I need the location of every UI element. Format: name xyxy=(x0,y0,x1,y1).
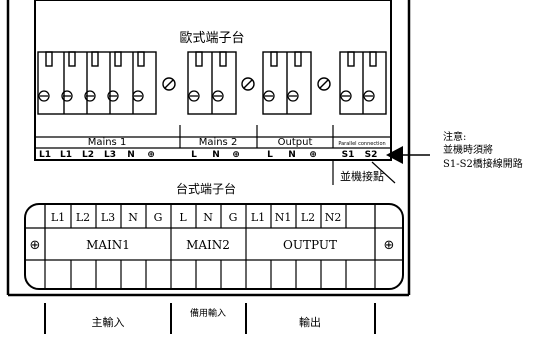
plug-mains1 xyxy=(37,51,157,115)
ground-left-icon: ⊕ xyxy=(30,238,41,253)
table-terminal-label: N2 xyxy=(325,211,342,224)
terminal-label: S2 xyxy=(365,150,378,160)
parallel-label: 並機接點 xyxy=(340,169,384,183)
bottom-labels: 主輸入 備用輸入 輸出 xyxy=(44,303,376,334)
plug-output xyxy=(262,51,312,115)
euro-terminal-block: 歐式端子台 Mains 1 Mains 2 Output Parallel co… xyxy=(34,0,392,161)
table-terminal-label: L xyxy=(179,211,187,224)
terminal-label: L3 xyxy=(104,150,116,160)
ground-right-icon: ⊕ xyxy=(384,238,395,253)
plug-mains2 xyxy=(187,51,237,115)
table-terminal-label: G xyxy=(154,211,163,224)
table-terminal-label: L1 xyxy=(51,211,65,224)
enclosure xyxy=(6,0,411,297)
label-main-input: 主輸入 xyxy=(92,315,125,329)
table-block-title: 台式端子台 xyxy=(176,181,236,196)
terminal-label: ⊕ xyxy=(309,150,317,160)
table-terminal-label: L1 xyxy=(251,211,265,224)
table-terminal-label: G xyxy=(229,211,238,224)
table-terminal-label: L3 xyxy=(101,211,115,224)
group-label-parallel: Parallel connection xyxy=(338,141,385,147)
note-line2: S1-S2橋接線開路 xyxy=(443,157,523,170)
table-terminal-label: L2 xyxy=(76,211,90,224)
table-top-labels: L1 L2 L3 N G L N G L1 N1 L2 N2 xyxy=(51,211,341,224)
note-title: 注意: xyxy=(443,130,466,143)
terminal-label: L xyxy=(191,150,197,160)
terminal-label: S1 xyxy=(342,150,355,160)
parallel-contact-label: 並機接點 xyxy=(332,160,396,185)
table-terminal-label: N xyxy=(203,211,213,224)
euro-block-title: 歐式端子台 xyxy=(179,31,244,46)
terminal-label: L1 xyxy=(39,150,51,160)
screw-icons xyxy=(38,90,375,102)
terminal-label: L xyxy=(267,150,273,160)
table-group-output: OUTPUT xyxy=(283,238,337,252)
table-terminal-block: 台式端子台 L1 L2 L3 N G L N xyxy=(24,181,404,290)
terminal-label: L1 xyxy=(60,150,72,160)
plug-parallel xyxy=(339,51,387,115)
label-output: 輸出 xyxy=(299,315,321,329)
group-label-output: Output xyxy=(278,137,313,148)
label-backup-input: 備用輸入 xyxy=(190,307,226,319)
table-terminal-label: N1 xyxy=(275,211,292,224)
arrow-left-icon xyxy=(386,146,403,164)
table-terminal-label: N xyxy=(128,211,138,224)
group-label-mains2: Mains 2 xyxy=(199,137,238,148)
terminal-label: L2 xyxy=(82,150,94,160)
ground-screw-icons xyxy=(162,77,331,91)
table-group-main2: MAIN2 xyxy=(186,238,230,252)
table-terminal-label: L2 xyxy=(301,211,315,224)
note-callout: 注意: 並機時須將 S1-S2橋接線開路 xyxy=(386,130,523,170)
note-line1: 並機時須將 xyxy=(443,143,493,156)
group-label-mains1: Mains 1 xyxy=(88,137,127,148)
terminal-label: N xyxy=(212,150,220,160)
terminal-label: ⊕ xyxy=(147,150,155,160)
terminal-label: N xyxy=(288,150,296,160)
terminal-label: N xyxy=(127,150,135,160)
euro-terminal-labels: L1 L1 L2 L3 N ⊕ L N ⊕ L N ⊕ S1 S2 xyxy=(39,150,377,160)
terminal-label: ⊕ xyxy=(232,150,240,160)
table-group-main1: MAIN1 xyxy=(86,238,130,252)
